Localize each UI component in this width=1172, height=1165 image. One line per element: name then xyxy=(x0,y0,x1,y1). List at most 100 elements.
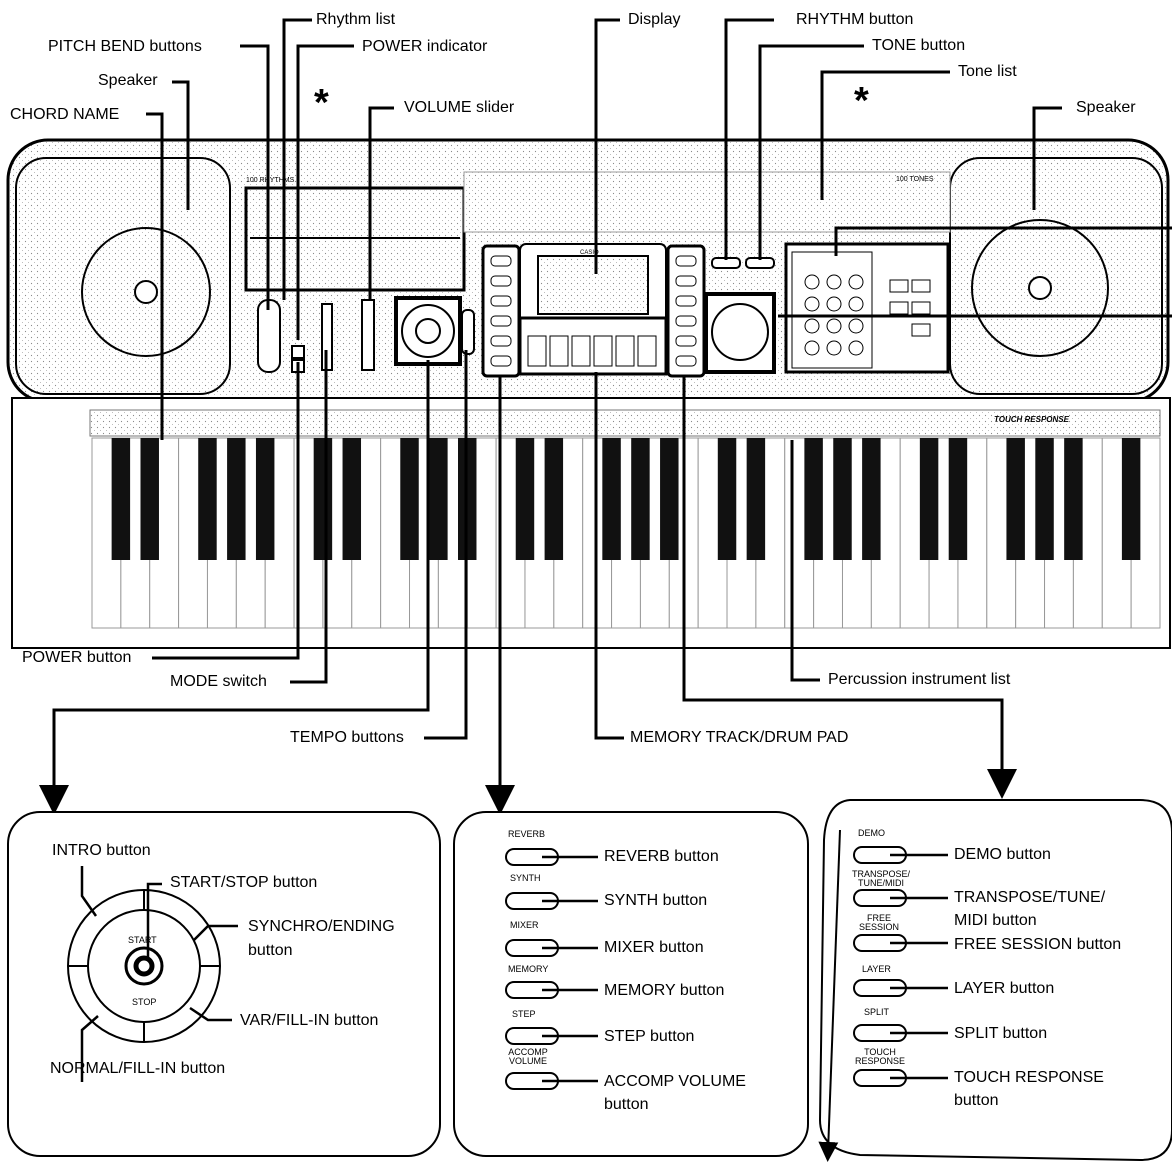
label-mode-switch: MODE switch xyxy=(170,673,267,690)
black-key[interactable] xyxy=(804,438,823,560)
right-small-transpose: TRANSPOSE/ TUNE/MIDI xyxy=(851,869,910,888)
black-key[interactable] xyxy=(631,438,650,560)
label-split-button: SPLIT button xyxy=(954,1025,1048,1042)
label-accomp-volume-line2: button xyxy=(604,1096,649,1113)
label-rhythm-list: Rhythm list xyxy=(316,11,396,28)
tempo-knob[interactable] xyxy=(394,296,475,366)
print-100-rhythms: 100 RHYTHMS xyxy=(246,177,295,184)
asterisk-mark-right: * xyxy=(854,80,869,122)
mid-small-accomp-volume: ACCOMP VOLUME xyxy=(508,1047,548,1066)
label-speaker-right: Speaker xyxy=(1076,99,1136,116)
black-key[interactable] xyxy=(660,438,679,560)
black-key[interactable] xyxy=(919,438,939,560)
label-percussion-list: Percussion instrument list xyxy=(828,671,1011,688)
left-panel-leaders xyxy=(80,866,238,1082)
label-memory-button: MEMORY button xyxy=(604,982,725,999)
speaker-left-grille xyxy=(15,157,231,395)
black-key[interactable] xyxy=(1121,438,1141,560)
black-key[interactable] xyxy=(255,438,275,560)
black-key[interactable] xyxy=(198,438,217,560)
panel-left-frame xyxy=(7,811,441,1157)
white-keys xyxy=(91,437,1161,629)
label-synchro-ending: SYNCHRO/ENDING xyxy=(248,918,395,935)
right-panel-down-arrow xyxy=(818,829,841,1162)
label-demo-button: DEMO button xyxy=(954,846,1051,863)
black-key[interactable] xyxy=(227,438,246,560)
middle-panel-buttons xyxy=(505,848,598,1090)
mid-small-mixer: MIXER xyxy=(510,920,539,930)
right-small-demo: DEMO xyxy=(858,828,885,838)
black-key[interactable] xyxy=(717,438,737,560)
label-power-indicator: POWER indicator xyxy=(362,38,488,55)
black-key[interactable] xyxy=(111,438,131,560)
black-key[interactable] xyxy=(544,438,564,560)
label-volume-slider: VOLUME slider xyxy=(404,99,515,116)
label-tone-button: TONE button xyxy=(872,37,966,54)
print-100-tones: 100 TONES xyxy=(896,176,934,183)
panel-right-frame xyxy=(818,799,1172,1162)
label-synchro-ending-line2: button xyxy=(248,942,293,959)
label-reverb-button: REVERB button xyxy=(604,848,719,865)
print-touch-response: TOUCH RESPONSE xyxy=(994,415,1069,424)
label-transpose-tune-line2: MIDI button xyxy=(954,912,1037,929)
leader-lines xyxy=(146,18,1172,440)
label-start-stop-button: START/STOP button xyxy=(170,874,318,891)
print-brand: CASIO xyxy=(580,250,599,256)
asterisk-mark-left: * xyxy=(314,82,329,124)
speaker-right-grille xyxy=(949,157,1163,395)
black-key[interactable] xyxy=(1035,438,1054,560)
left-controls xyxy=(257,299,375,373)
right-small-touch-response: TOUCH RESPONSE xyxy=(854,1047,905,1066)
black-key[interactable] xyxy=(429,438,448,560)
black-key[interactable] xyxy=(313,438,333,560)
label-chord-name: CHORD NAME xyxy=(10,106,120,123)
right-button-column xyxy=(666,244,706,378)
black-key[interactable] xyxy=(140,438,159,560)
right-small-layer: LAYER xyxy=(862,964,891,974)
number-keypad xyxy=(784,242,950,374)
black-key[interactable] xyxy=(862,438,881,560)
start-stop-knob[interactable] xyxy=(67,889,221,1043)
label-pitch-bend-buttons: PITCH BEND buttons xyxy=(48,38,202,55)
black-key[interactable] xyxy=(602,438,621,560)
knob-stop-text: STOP xyxy=(132,997,157,1007)
label-power-button: POWER button xyxy=(22,649,132,666)
black-key[interactable] xyxy=(1064,438,1083,560)
label-layer-button: LAYER button xyxy=(954,980,1055,997)
black-key[interactable] xyxy=(948,438,968,560)
mid-small-memory: MEMORY xyxy=(508,964,549,974)
display-unit xyxy=(518,243,668,376)
mid-small-reverb: REVERB xyxy=(508,829,546,839)
black-key[interactable] xyxy=(833,438,852,560)
black-key[interactable] xyxy=(400,438,419,560)
knob-start-text: START xyxy=(128,935,157,945)
right-small-free-session: FREE SESSION xyxy=(858,913,899,932)
label-touch-response: TOUCH RESPONSE xyxy=(954,1069,1104,1086)
black-key[interactable] xyxy=(515,438,535,560)
black-keys xyxy=(111,438,1141,560)
label-touch-response-line2: button xyxy=(954,1092,999,1109)
label-normal-fill-in: NORMAL/FILL-IN button xyxy=(50,1060,226,1077)
label-transpose-tune: TRANSPOSE/TUNE/ xyxy=(954,889,1106,906)
label-var-fill-in: VAR/FILL-IN button xyxy=(240,1012,379,1029)
left-button-column xyxy=(481,244,521,378)
dial-knob[interactable] xyxy=(704,292,776,374)
black-key[interactable] xyxy=(1006,438,1025,560)
label-free-session-button: FREE SESSION button xyxy=(954,936,1122,953)
right-panel-buttons xyxy=(853,846,948,1087)
label-mixer-button: MIXER button xyxy=(604,939,704,956)
label-intro-button: INTRO button xyxy=(52,842,151,859)
label-memory-track-drum-pad: MEMORY TRACK/DRUM PAD xyxy=(630,729,849,746)
label-synth-button: SYNTH button xyxy=(604,892,708,909)
mid-small-step: STEP xyxy=(512,1009,536,1019)
label-accomp-volume: ACCOMP VOLUME xyxy=(604,1073,746,1090)
tone-list-strip xyxy=(463,171,951,233)
label-speaker-left: Speaker xyxy=(98,72,158,89)
black-key[interactable] xyxy=(342,438,362,560)
label-tone-list: Tone list xyxy=(958,63,1017,80)
label-tempo-buttons: TEMPO buttons xyxy=(290,729,404,746)
mid-small-synth: SYNTH xyxy=(510,873,541,883)
bottom-leader-lines xyxy=(39,350,1017,815)
right-small-split: SPLIT xyxy=(864,1007,890,1017)
black-key[interactable] xyxy=(746,438,766,560)
